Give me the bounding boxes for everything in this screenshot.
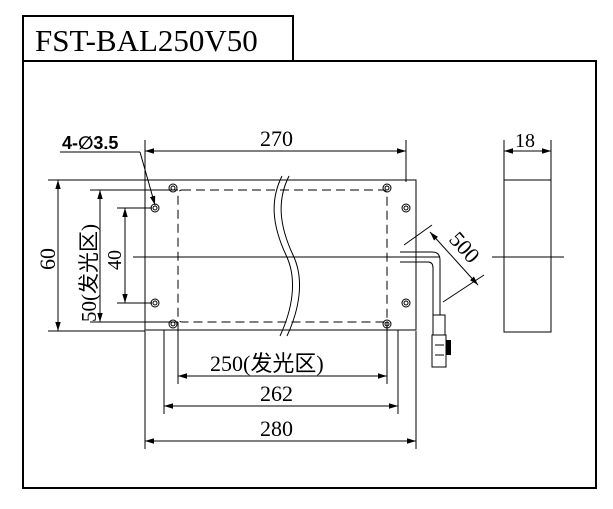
break-lines xyxy=(273,175,301,337)
dim-width-total-label: 280 xyxy=(260,416,293,441)
dim-cable-length-label: 500 xyxy=(444,227,485,268)
hole-top-right xyxy=(382,183,392,193)
cable-and-connector xyxy=(400,251,451,368)
hole-callout: 4-∅3.5 xyxy=(60,133,156,206)
hole-left-lower xyxy=(150,298,160,308)
side-profile xyxy=(503,179,552,333)
light-plate-side-view: 18 xyxy=(492,130,564,333)
hole-right-upper xyxy=(401,203,411,213)
emitting-area-outline xyxy=(177,189,388,323)
dim-width-emit-label: 250(发光区) xyxy=(210,351,324,376)
dim-hole-pitch-vertical-label: 40 xyxy=(104,250,126,270)
mounting-holes xyxy=(150,183,411,329)
dim-height-emit: 50(发光区) xyxy=(77,189,178,323)
dim-top-length: 270 xyxy=(144,126,407,182)
title-block: FST-BAL250V50 xyxy=(22,15,597,489)
connector-body xyxy=(431,334,447,368)
connector-latch xyxy=(446,340,451,355)
dim-width-total: 280 xyxy=(144,331,417,449)
hole-left-upper xyxy=(150,203,160,213)
drawing-frame xyxy=(22,60,597,489)
plate-outline xyxy=(144,179,417,331)
connector-sleeve xyxy=(432,314,446,336)
dim-hole-pitch-vertical: 40 xyxy=(104,207,152,304)
light-plate-front-view xyxy=(133,175,440,337)
dim-hole-pitch-horizontal: 262 xyxy=(163,330,399,414)
dim-top-length-label: 270 xyxy=(260,126,293,151)
cable-outer xyxy=(400,251,441,315)
dim-thickness-label: 18 xyxy=(515,130,535,152)
hole-callout-label: 4-∅3.5 xyxy=(62,133,118,153)
dim-hole-pitch-horizontal-label: 262 xyxy=(260,381,293,406)
hole-top-left xyxy=(168,183,178,193)
dim-height-total: 60 xyxy=(35,179,145,332)
dim-height-total-label: 60 xyxy=(35,248,60,270)
hole-right-lower xyxy=(401,298,411,308)
dim-height-emit-label: 50(发光区) xyxy=(77,224,101,322)
hole-bottom-left xyxy=(168,319,178,329)
drawing-title: FST-BAL250V50 xyxy=(35,23,258,58)
dim-width-emit: 250(发光区) xyxy=(177,322,388,384)
